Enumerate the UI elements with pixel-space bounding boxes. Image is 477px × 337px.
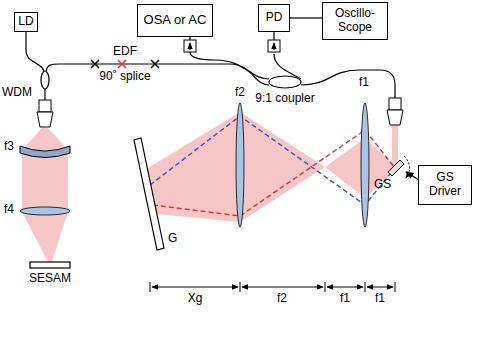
galvo-mirror (388, 160, 404, 176)
component-label: 90˚ splice (99, 70, 150, 84)
signal-wire (290, 17, 322, 18)
driver-box: GS Driver (418, 165, 472, 205)
isolator (184, 40, 196, 52)
fiber (190, 52, 269, 79)
dimension-line (367, 287, 393, 288)
oscilloscope-box: Oscillo- Scope (322, 2, 388, 40)
component-label: 9:1 coupler (255, 92, 314, 106)
isolator-arrow (274, 43, 275, 50)
dimension-line (152, 287, 238, 288)
splice-mark (118, 60, 126, 68)
curved-mirror-f3 (20, 146, 70, 158)
component-label: WDM (2, 86, 32, 100)
laser-beam (365, 138, 395, 198)
wdm-coupler (41, 71, 49, 89)
fiber (26, 32, 44, 72)
collimator (387, 110, 403, 125)
component-label: EDF (113, 45, 137, 59)
fiber (273, 32, 274, 40)
box-text: PD (266, 11, 283, 25)
pump-beam (22, 212, 68, 262)
grating (134, 138, 164, 250)
component-label: GS (374, 178, 391, 192)
lens-label: f1 (359, 76, 369, 90)
fiber (301, 70, 395, 98)
ray-blue (150, 116, 395, 205)
component-label: SESAM (29, 272, 71, 286)
lens-label: f2 (235, 86, 245, 100)
fiber (44, 88, 45, 100)
splice-mark (151, 60, 159, 68)
ray-red (153, 130, 395, 216)
dimension-label: Xg (188, 292, 203, 306)
dimension-tick (150, 282, 395, 292)
pump-beam (22, 152, 68, 210)
dimension-label: f2 (277, 292, 287, 306)
box-text: Oscillo- Scope (323, 7, 387, 35)
lens-label: f4 (4, 203, 14, 217)
rotation-arrow (404, 156, 410, 178)
analyzer-box: OSA or AC (137, 4, 213, 37)
lens-f4 (20, 207, 70, 215)
collimator (39, 100, 51, 112)
lens-f2 (236, 103, 244, 227)
collimator (389, 98, 401, 110)
pump-beam (22, 128, 68, 150)
laser-beam (325, 138, 365, 198)
dimension-line (327, 287, 363, 288)
splice-mark (91, 60, 99, 68)
laser-beam (392, 125, 398, 166)
collimator (37, 112, 53, 127)
fiber (274, 54, 301, 79)
dimension-label: f1 (375, 292, 385, 306)
lens-f1 (361, 103, 369, 227)
sesam (30, 262, 70, 268)
mirror-label: f3 (4, 140, 14, 154)
dimension-label: f1 (340, 292, 350, 306)
box-text: GS Driver (419, 171, 471, 199)
isolator (268, 40, 280, 52)
component-label: G (168, 232, 177, 246)
photodetector-box: PD (258, 4, 290, 32)
isolator-arrow (190, 43, 191, 50)
box-text: LD (18, 15, 33, 29)
box-text: OSA or AC (144, 13, 207, 28)
fiber-coupler (269, 76, 301, 88)
dimension-line (242, 287, 323, 288)
laser-diode-box: LD (14, 12, 38, 32)
